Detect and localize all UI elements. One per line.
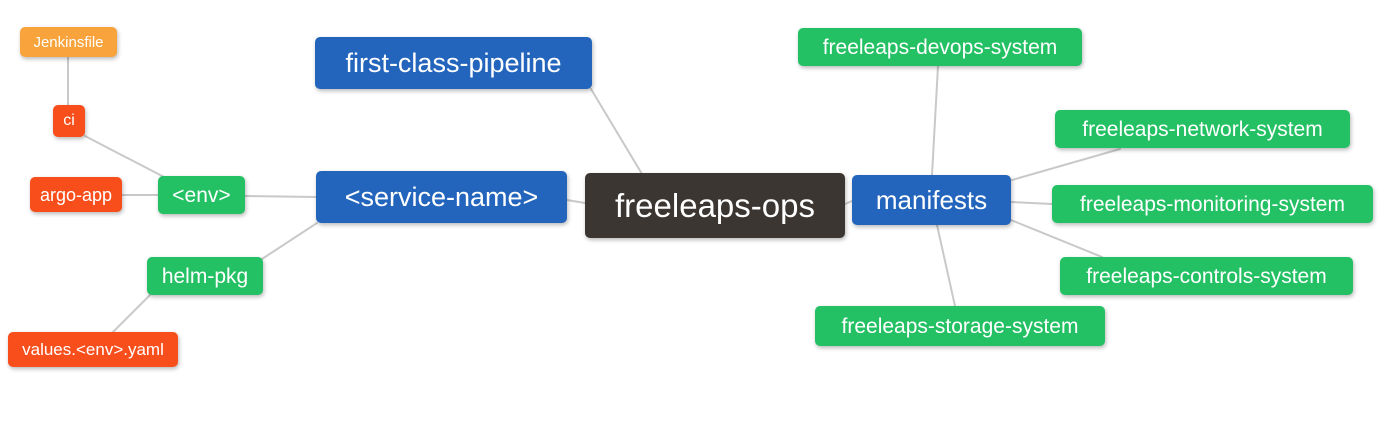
edge-env--service-name (244, 195, 317, 198)
edge-manifests--freeleaps-controls-system (1010, 219, 1103, 258)
node-values-env-yaml[interactable]: values.<env>.yaml (8, 332, 178, 367)
edge-manifests--freeleaps-monitoring-system (1010, 201, 1053, 205)
edge-helm-pkg--values-env-yaml (112, 294, 151, 333)
edge-service-name--helm-pkg (261, 222, 318, 260)
edge-manifests--freeleaps-devops-system (931, 65, 939, 176)
node-freeleaps-monitoring-system[interactable]: freeleaps-monitoring-system (1052, 185, 1373, 223)
node-manifests[interactable]: manifests (852, 175, 1011, 225)
node-freeleaps-devops-system[interactable]: freeleaps-devops-system (798, 28, 1082, 66)
edge-manifests--freeleaps-network-system (1011, 148, 1121, 181)
edge-freeleaps-ops--manifests (844, 200, 853, 205)
edge-service-name--freeleaps-ops (566, 199, 586, 204)
node-jenkinsfile[interactable]: Jenkinsfile (20, 27, 117, 57)
node-env[interactable]: <env> (158, 176, 245, 214)
node-service-name[interactable]: <service-name> (316, 171, 567, 223)
node-freeleaps-storage-system[interactable]: freeleaps-storage-system (815, 306, 1105, 346)
node-helm-pkg[interactable]: helm-pkg (147, 257, 263, 295)
node-freeleaps-controls-system[interactable]: freeleaps-controls-system (1060, 257, 1353, 295)
node-freeleaps-ops[interactable]: freeleaps-ops (585, 173, 845, 238)
node-freeleaps-network-system[interactable]: freeleaps-network-system (1055, 110, 1350, 148)
node-argo-app[interactable]: argo-app (30, 177, 122, 212)
edge-ci--env (84, 135, 165, 178)
edge-first-class-pipeline--freeleaps-ops (590, 88, 643, 175)
node-first-class-pipeline[interactable]: first-class-pipeline (315, 37, 592, 89)
edge-manifests--freeleaps-storage-system (936, 224, 956, 307)
node-ci[interactable]: ci (53, 105, 85, 137)
